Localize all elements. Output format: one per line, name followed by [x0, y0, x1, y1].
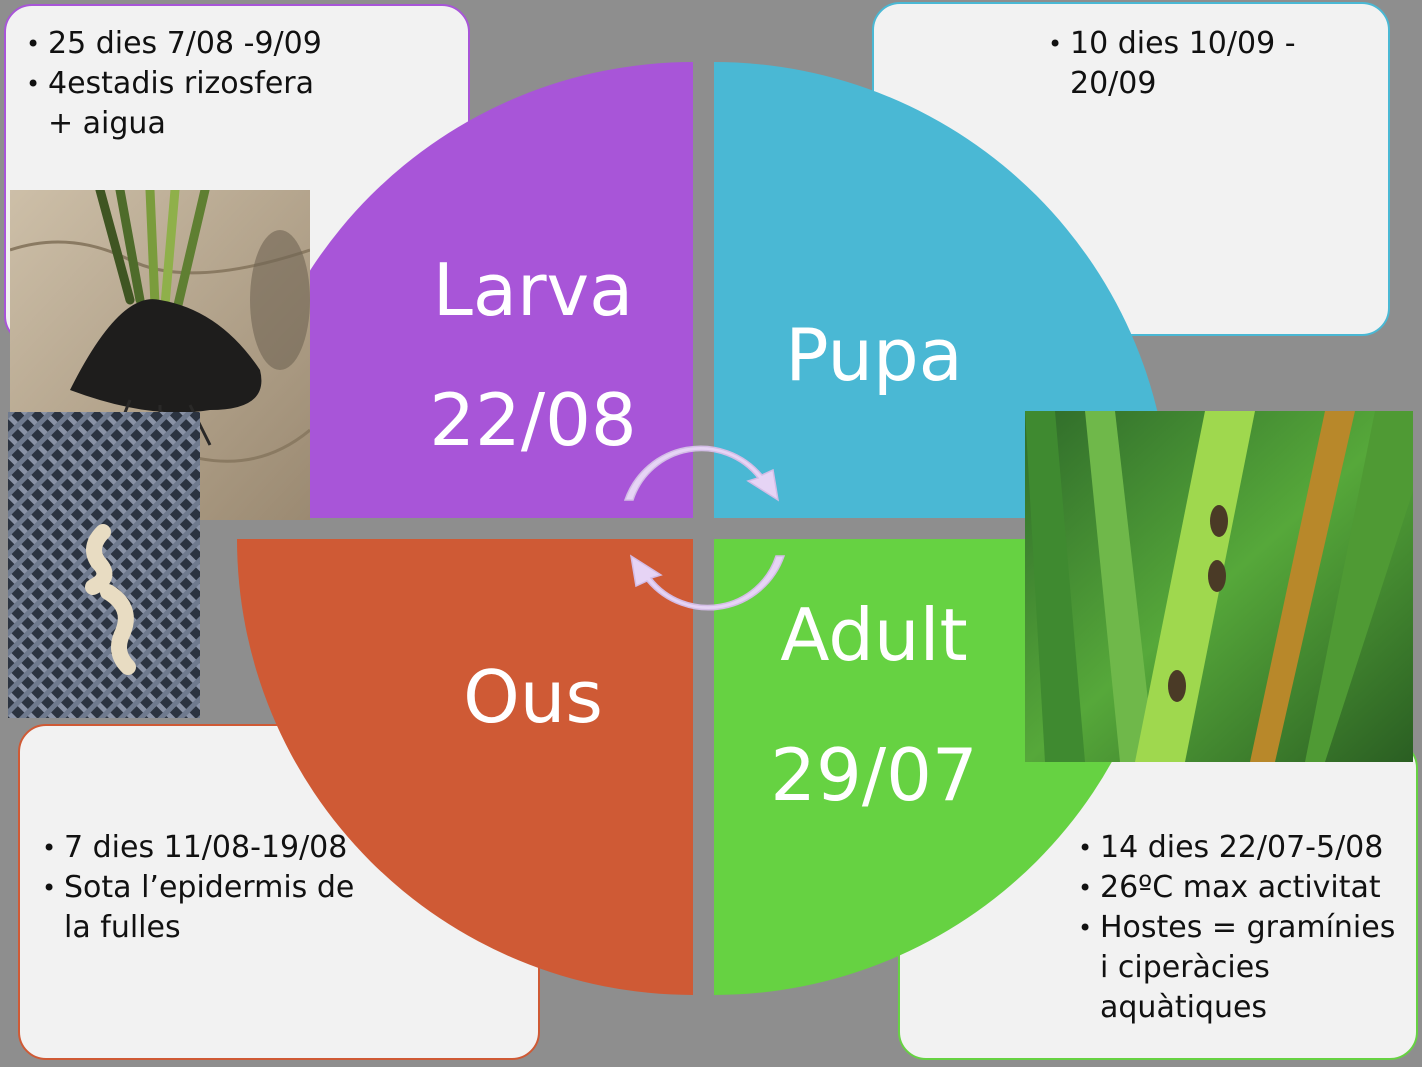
adult-note-hosts: Hostes = gramínies i ciperàcies aquàtiqu… [1078, 908, 1398, 1028]
larva-notes: 25 dies 7/08 -9/09 4estadis rizosfera + … [26, 24, 326, 144]
cycle-arrow-icon [623, 445, 786, 611]
adult-note-duration: 14 dies 22/07-5/08 [1078, 828, 1398, 868]
adult-notes: 14 dies 22/07-5/08 26ºC max activitat Ho… [1078, 828, 1398, 1028]
adult-date: 29/07 [770, 733, 978, 817]
pupa-notes: 10 dies 10/09 - 20/09 [1048, 24, 1388, 104]
adult-weevils-photo [1025, 411, 1413, 762]
pupa-quadrant [714, 62, 1170, 518]
larva-quadrant [237, 62, 693, 518]
ous-notes: 7 dies 11/08-19/08 Sota l’epidermis de l… [42, 828, 362, 948]
adult-note-temperature: 26ºC max activitat [1078, 868, 1398, 908]
ous-quadrant [237, 539, 693, 995]
larva-date: 22/08 [429, 378, 637, 462]
adult-label: Adult [780, 593, 968, 677]
larvae-photo [8, 412, 200, 718]
pupa-note-duration: 10 dies 10/09 - 20/09 [1048, 24, 1388, 104]
larva-note-habitat: 4estadis rizosfera + aigua [26, 64, 326, 144]
pupa-label: Pupa [785, 313, 963, 397]
larva-note-duration: 25 dies 7/08 -9/09 [26, 24, 326, 64]
ous-label: Ous [463, 655, 603, 739]
ous-note-duration: 7 dies 11/08-19/08 [42, 828, 362, 868]
larva-label: Larva [433, 248, 634, 332]
ous-note-location: Sota l’epidermis de la fulles [42, 868, 362, 948]
